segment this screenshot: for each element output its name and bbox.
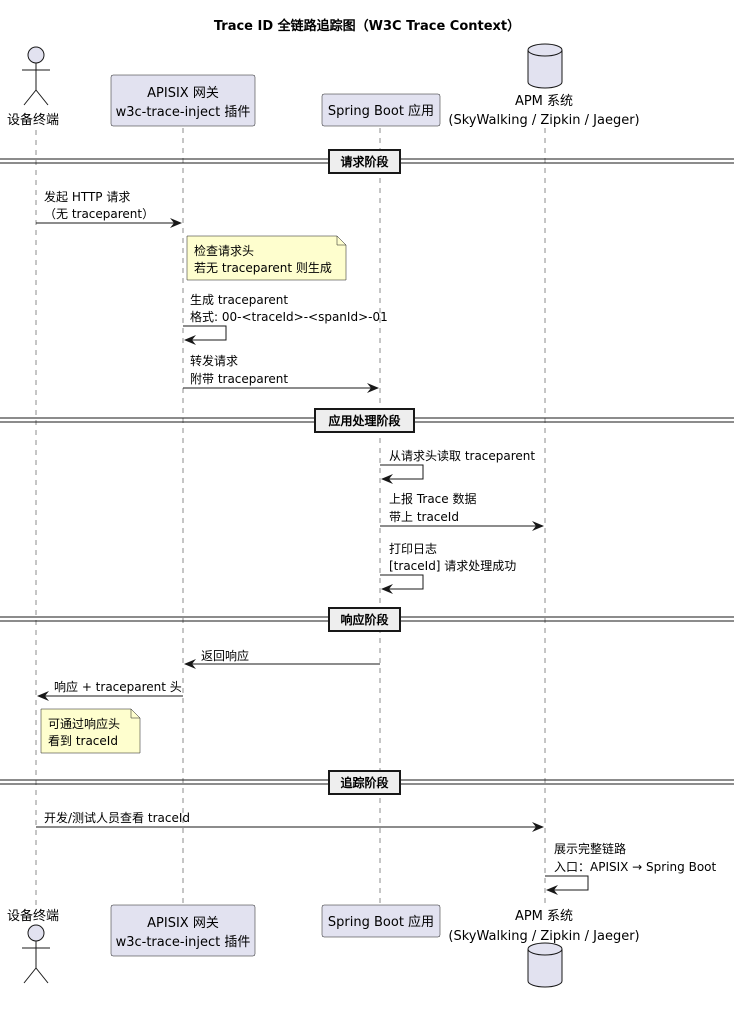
message-device-to-gateway: 发起 HTTP 请求 （无 traceparent） [36, 189, 182, 228]
participant-gateway-bottom: APISIX 网关 w3c-trace-inject 插件 [110, 904, 256, 957]
message-app-self-read: 从请求头读取 traceparent [380, 449, 535, 484]
message-label: 响应 + traceparent 头 [54, 679, 182, 694]
participant-gateway-line1: APISIX 网关 [147, 916, 219, 931]
participant-apm-line1: APM 系统 [515, 94, 573, 109]
phase-label: 请求阶段 [340, 154, 389, 169]
message-arrow [380, 574, 424, 594]
participant-device-top: 设备终端 [7, 46, 59, 128]
message-label: 入口：APISIX → Spring Boot [554, 860, 717, 874]
database-icon [527, 942, 563, 988]
message-label: 发起 HTTP 请求 [44, 189, 130, 204]
message-arrow [183, 325, 227, 345]
note-text: 看到 traceId [48, 734, 118, 748]
participant-apm-top: APM 系统 (SkyWalking / Zipkin / Jaeger) [448, 43, 640, 128]
message-gateway-to-app: 转发请求 附带 traceparent [183, 353, 379, 393]
message-arrow [545, 875, 589, 895]
message-label: 从请求头读取 traceparent [389, 449, 535, 463]
phase-label: 追踪阶段 [340, 775, 389, 790]
phase-divider-processing: 应用处理阶段 [0, 408, 734, 433]
message-label: 开发/测试人员查看 traceId [44, 810, 190, 825]
participant-app-top: Spring Boot 应用 [321, 93, 441, 127]
message-label: [traceId] 请求处理成功 [389, 559, 516, 573]
note-check-header: 检查请求头 若无 traceparent 则生成 [186, 235, 347, 281]
phase-label: 响应阶段 [340, 612, 389, 627]
message-label: 带上 traceId [389, 510, 459, 524]
participant-gateway-top: APISIX 网关 w3c-trace-inject 插件 [110, 74, 256, 127]
message-label: 展示完整链路 [554, 841, 626, 856]
participant-gateway-line1: APISIX 网关 [147, 86, 219, 101]
note-text: 检查请求头 [194, 243, 254, 258]
note-response-header: 可通过响应头 看到 traceId [40, 708, 141, 754]
participant-apm-line2: (SkyWalking / Zipkin / Jaeger) [448, 113, 639, 128]
participant-apm-bottom: APM 系统 (SkyWalking / Zipkin / Jaeger) [448, 909, 640, 988]
note-text: 若无 traceparent 则生成 [194, 261, 332, 275]
message-label: （无 traceparent） [44, 207, 154, 221]
database-icon [527, 43, 563, 89]
message-label: 上报 Trace 数据 [389, 491, 476, 506]
message-gateway-to-device: 响应 + traceparent 头 [37, 679, 183, 701]
message-device-to-apm: 开发/测试人员查看 traceId [36, 810, 544, 832]
note-text: 可通过响应头 [48, 716, 120, 731]
actor-icon [22, 924, 50, 984]
phase-divider-tracing: 追踪阶段 [0, 770, 734, 795]
participant-device-bottom: 设备终端 [7, 908, 59, 984]
message-label: 打印日志 [389, 542, 437, 556]
message-label: 生成 traceparent [190, 293, 288, 307]
phase-divider-request: 请求阶段 [0, 149, 734, 174]
message-gateway-self-generate: 生成 traceparent 格式: 00-<traceId>-<spanId>… [183, 293, 388, 345]
actor-icon [22, 46, 50, 106]
message-label: 格式: 00-<traceId>-<spanId>-01 [190, 309, 388, 324]
participant-app-bottom: Spring Boot 应用 [321, 904, 441, 938]
phase-divider-response: 响应阶段 [0, 607, 734, 632]
participant-apm-line2: (SkyWalking / Zipkin / Jaeger) [448, 929, 639, 944]
participant-gateway-line2: w3c-trace-inject 插件 [116, 105, 251, 120]
participant-device-label: 设备终端 [7, 112, 59, 128]
participant-app-label: Spring Boot 应用 [328, 914, 434, 930]
message-label: 转发请求 [190, 353, 238, 368]
message-apm-self-display: 展示完整链路 入口：APISIX → Spring Boot [545, 841, 717, 895]
message-label: 返回响应 [201, 648, 249, 663]
participant-app-label: Spring Boot 应用 [328, 103, 434, 119]
participant-apm-line1: APM 系统 [515, 909, 573, 924]
diagram-title: Trace ID 全链路追踪图（W3C Trace Context） [214, 18, 520, 34]
participant-device-label: 设备终端 [7, 908, 59, 924]
phase-label: 应用处理阶段 [328, 413, 401, 428]
message-app-to-apm: 上报 Trace 数据 带上 traceId [380, 491, 544, 531]
participant-gateway-line2: w3c-trace-inject 插件 [116, 935, 251, 950]
message-app-self-log: 打印日志 [traceId] 请求处理成功 [380, 542, 516, 594]
message-app-to-gateway: 返回响应 [184, 648, 380, 669]
message-label: 附带 traceparent [190, 372, 288, 386]
message-arrow [380, 464, 424, 484]
